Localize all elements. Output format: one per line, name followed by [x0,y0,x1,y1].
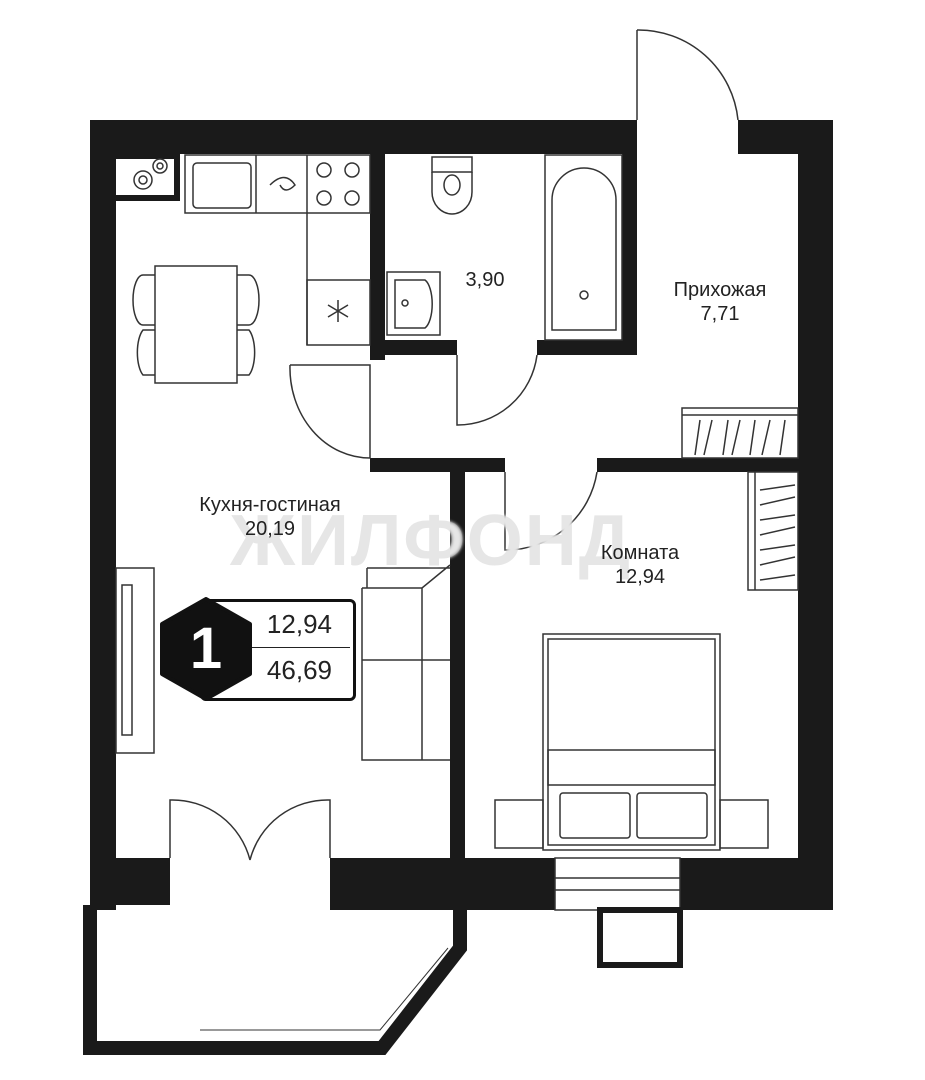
walls [90,120,833,910]
sink-icon [386,271,441,336]
divider [230,647,350,648]
room-bathroom: 3,90 [430,268,540,292]
bed [494,633,769,851]
dining-table [132,265,260,384]
tv-stand [115,567,155,754]
boiler-icon [133,158,168,190]
apartment-badge: 12,94 46,69 1 [160,597,356,701]
window-room [554,857,683,968]
kitchen-counter [184,154,371,346]
sofa [361,564,451,761]
balcony [83,905,467,1055]
toilet-icon [431,156,473,215]
rooms-count: 1 [189,616,223,681]
room-name: Кухня-гостиная [199,494,341,516]
hexagon-icon [160,597,252,701]
room-kitchen-living: Кухня-гостиная 20,19 [150,493,390,541]
doors [169,29,739,861]
room-name: Прихожая [673,279,767,301]
room-hallway: Прихожая 7,71 [640,278,800,326]
room-area: 12,94 [614,566,666,588]
total-area: 46,69 [266,655,332,685]
room-area: 7,71 [700,303,740,325]
wardrobes [681,407,799,591]
room-area: 3,90 [465,269,505,291]
bathtub-icon [544,154,623,341]
room-area: 20,19 [244,518,296,540]
watermark: ЖИЛФОНД [230,501,633,581]
room-bedroom: Комната 12,94 [570,541,710,589]
room-name: Комната [600,542,680,564]
living-area: 12,94 [266,609,332,639]
